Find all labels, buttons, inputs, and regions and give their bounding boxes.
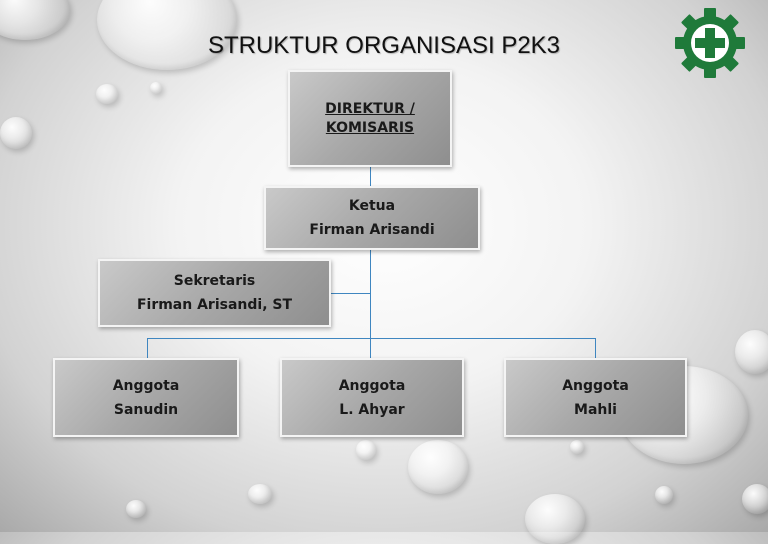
anggota-role: Anggota [112, 377, 180, 394]
decorative-water-drop [126, 500, 146, 518]
connector-direktur-ketua [370, 167, 371, 188]
anggota-name: Mahli [574, 401, 617, 418]
org-box-ketua: Ketua Firman Arisandi [264, 186, 480, 250]
direktur-line2: KOMISARIS [325, 119, 415, 136]
decorative-water-drop [96, 84, 118, 104]
decorative-water-drop [150, 82, 162, 94]
anggota-role: Anggota [562, 377, 629, 394]
decorative-water-drop [525, 494, 585, 544]
decorative-water-drop [356, 440, 376, 460]
org-box-sekretaris: Sekretaris Firman Arisandi, ST [98, 259, 331, 327]
connector-anggota-2 [370, 338, 371, 358]
org-box-anggota-1: Anggota Sanudin [53, 358, 239, 437]
decorative-water-drop [655, 486, 673, 504]
decorative-water-drop [408, 440, 468, 494]
sekretaris-role: Sekretaris [173, 273, 256, 289]
decorative-water-drop [742, 484, 768, 514]
org-box-direktur: DIREKTUR / KOMISARIS [288, 70, 452, 167]
decorative-water-drop [248, 484, 272, 504]
direktur-line1: DIREKTUR / [325, 100, 415, 117]
anggota-name: Sanudin [113, 401, 179, 418]
decorative-water-drop [570, 440, 584, 454]
org-box-anggota-3: Anggota Mahli [504, 358, 687, 437]
page-title: STRUKTUR ORGANISASI P2K3 [207, 32, 561, 59]
decorative-water-drop [735, 330, 768, 374]
ketua-name: Firman Arisandi [309, 222, 435, 238]
connector-anggota-1 [147, 338, 148, 358]
connector-sekretaris [330, 293, 371, 294]
anggota-name: L. Ahyar [339, 401, 405, 418]
anggota-role: Anggota [338, 377, 406, 394]
decorative-water-drop [0, 117, 32, 149]
connector-anggota-bus [147, 338, 596, 339]
sekretaris-name: Firman Arisandi, ST [136, 297, 293, 313]
ketua-role: Ketua [348, 198, 396, 214]
org-box-anggota-2: Anggota L. Ahyar [280, 358, 464, 437]
k3-safety-cross-gear-icon [675, 8, 745, 78]
connector-ketua-trunk [370, 249, 371, 339]
connector-anggota-3 [595, 338, 596, 358]
